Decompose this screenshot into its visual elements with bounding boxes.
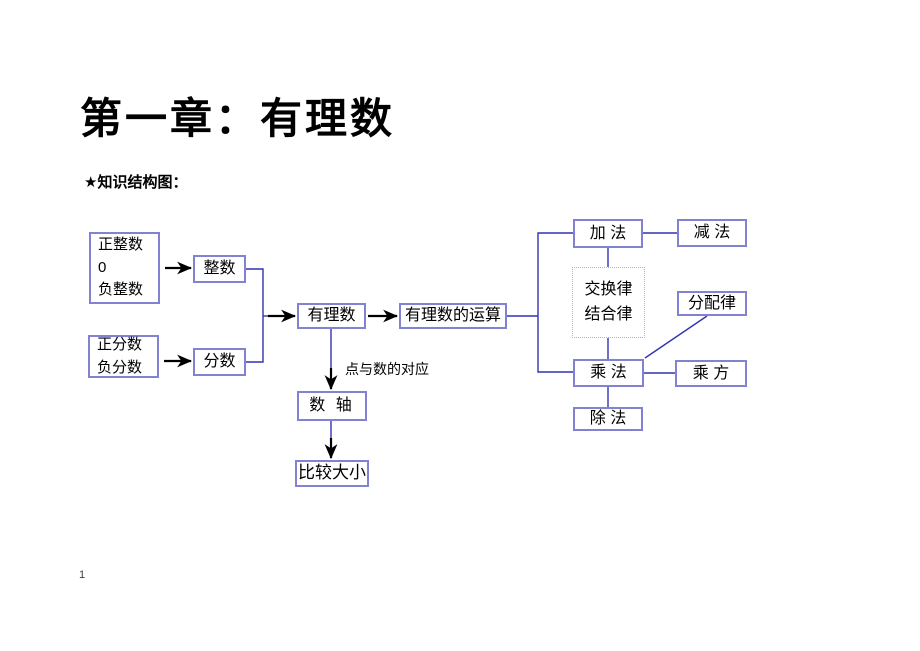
box-commutative-associative-laws: 交换律 结合律 bbox=[572, 267, 645, 338]
box-power: 乘 方 bbox=[675, 360, 747, 387]
box-multiplication: 乘 法 bbox=[573, 359, 644, 387]
box-fraction-parts: 正分数 负分数 bbox=[88, 335, 159, 378]
wire-merge-left bbox=[246, 268, 264, 363]
box-fractions: 分数 bbox=[193, 348, 246, 376]
box-division: 除 法 bbox=[573, 407, 643, 431]
box-integers: 整数 bbox=[193, 255, 246, 283]
box-subtraction: 减 法 bbox=[677, 219, 747, 247]
wire-distributive-diagonal bbox=[644, 315, 708, 359]
edge-label-point-number-correspondence: 点与数的对应 bbox=[345, 361, 429, 377]
box-addition: 加 法 bbox=[573, 219, 643, 248]
wire-operations-bracket bbox=[507, 232, 573, 373]
box-integer-parts: 正整数 0 负整数 bbox=[89, 232, 160, 304]
box-distributive-law: 分配律 bbox=[677, 291, 747, 316]
box-number-line: 数 轴 bbox=[297, 391, 367, 421]
section-heading: ★知识结构图： bbox=[84, 174, 188, 191]
page-number: 1 bbox=[79, 569, 86, 581]
box-rational-numbers: 有理数 bbox=[297, 303, 366, 329]
box-rational-operations: 有理数的运算 bbox=[399, 303, 507, 329]
chapter-title: 第一章：有理数 bbox=[80, 95, 396, 142]
box-compare-size: 比较大小 bbox=[295, 460, 369, 487]
